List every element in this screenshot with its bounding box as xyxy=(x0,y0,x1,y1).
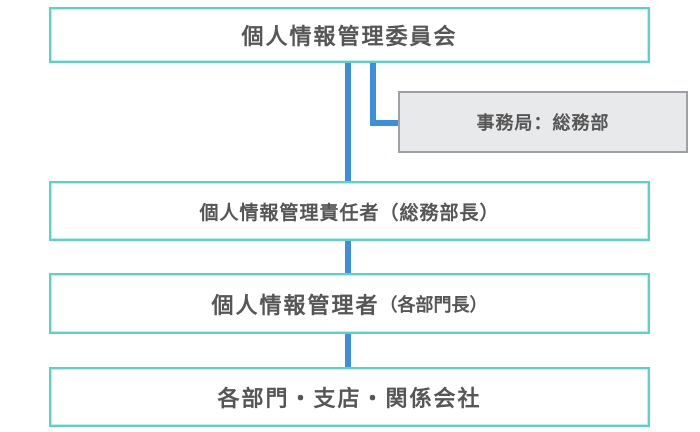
org-box-departments: 各部門・支店・関係会社 xyxy=(49,367,650,427)
org-box-committee-label: 個人情報管理委員会 xyxy=(241,24,458,49)
org-box-supervisor: 個人情報管理責任者（総務部長） xyxy=(49,181,650,241)
org-box-committee: 個人情報管理委員会 xyxy=(49,7,650,63)
org-box-manager-label-sub: （各部門長） xyxy=(379,294,488,315)
org-box-secretariat: 事務局：総務部 xyxy=(398,91,688,153)
connector-secretariat-branch-horizontal-line xyxy=(370,120,400,126)
org-box-departments-label: 各部門・支店・関係会社 xyxy=(217,386,482,411)
org-box-secretariat-label: 事務局：総務部 xyxy=(476,113,610,133)
org-box-supervisor-label: 個人情報管理責任者（総務部長） xyxy=(199,202,500,224)
org-box-manager: 個人情報管理者（各部門長） xyxy=(49,273,650,334)
connector-secretariat-branch-vertical-line xyxy=(370,62,376,126)
org-box-manager-label-main: 個人情報管理者 xyxy=(211,292,380,318)
